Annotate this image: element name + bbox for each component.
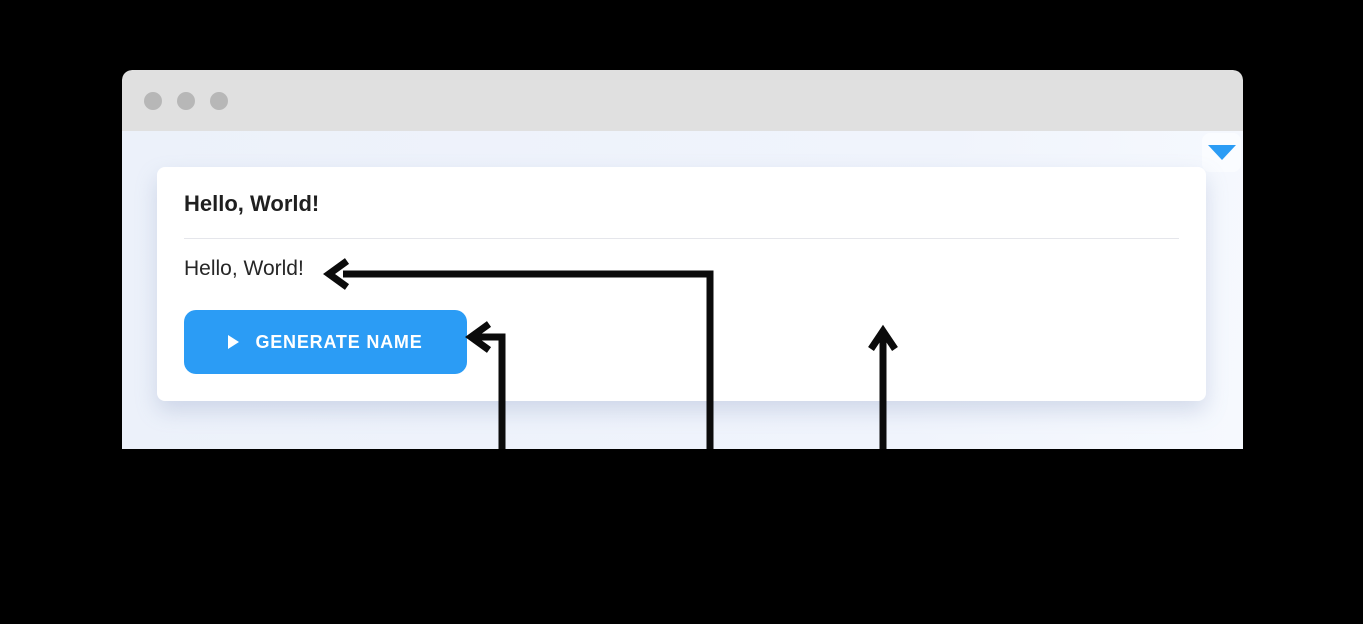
browser-titlebar bbox=[122, 70, 1243, 131]
window-dot bbox=[210, 91, 228, 110]
browser-viewport: Hello, World! Hello, World! GENERATE NAM… bbox=[122, 131, 1243, 449]
hello-world-card: Hello, World! Hello, World! GENERATE NAM… bbox=[157, 167, 1206, 401]
play-icon bbox=[228, 335, 240, 349]
generate-name-button[interactable]: GENERATE NAME bbox=[184, 310, 467, 374]
output-text: Hello, World! bbox=[184, 257, 304, 280]
window-dot bbox=[177, 91, 195, 110]
browser-window-mockup: Hello, World! Hello, World! GENERATE NAM… bbox=[122, 70, 1243, 449]
generate-name-button-label: GENERATE NAME bbox=[255, 331, 423, 352]
caret-panel[interactable] bbox=[1202, 133, 1241, 172]
card-divider bbox=[184, 238, 1179, 239]
triangle-down-icon bbox=[1207, 145, 1236, 160]
window-dot bbox=[144, 91, 162, 110]
card-title: Hello, World! bbox=[184, 191, 320, 216]
